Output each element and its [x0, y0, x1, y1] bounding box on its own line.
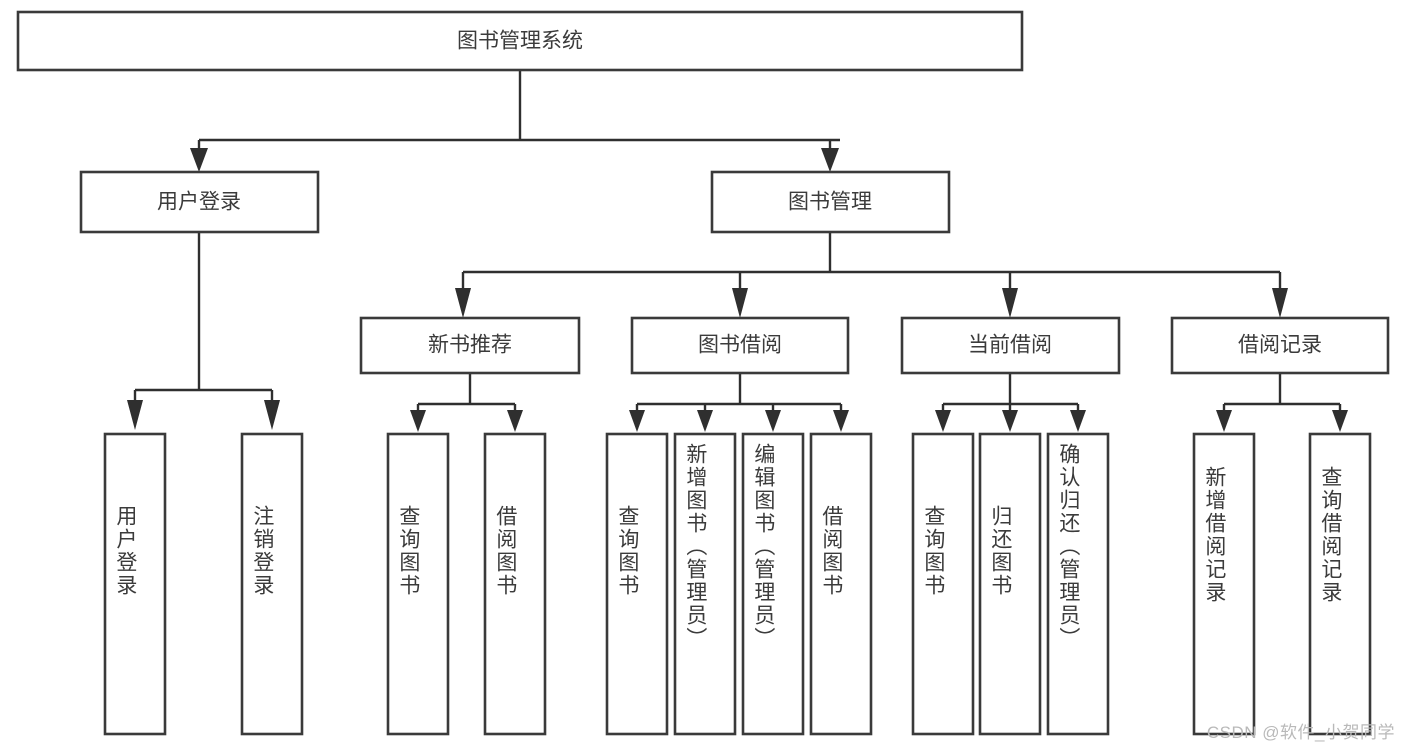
csdn-watermark: CSDN @软件_小贺同学 — [1206, 723, 1395, 742]
leaf-return-book-box[interactable] — [978, 432, 1042, 736]
node-root-box[interactable] — [16, 10, 1024, 72]
leaf-borrow-book-1-box[interactable] — [483, 432, 547, 736]
leaf-query-book-1-box[interactable] — [386, 432, 450, 736]
leaf-boxes — [103, 432, 1372, 736]
node-new-book-recommend-label: 新书推荐 — [428, 334, 512, 357]
node-book-management-box[interactable] — [710, 170, 951, 234]
leaf-add-record-box[interactable] — [1192, 432, 1256, 736]
node-root[interactable]: 图书管理系统 — [16, 10, 1024, 72]
node-book-management[interactable]: 图书管理 — [710, 170, 951, 234]
leaf-edit-book-box[interactable] — [741, 432, 805, 736]
node-borrow-record[interactable]: 借阅记录 — [1170, 316, 1390, 375]
node-borrow-record-label: 借阅记录 — [1238, 334, 1322, 357]
node-user-login-box[interactable] — [79, 170, 320, 234]
node-current-borrow-box[interactable] — [900, 316, 1121, 375]
arrow-head-leaf-query-book-2 — [629, 410, 645, 432]
leaf-query-book-2-box[interactable] — [605, 432, 669, 736]
node-new-book-recommend[interactable]: 新书推荐 — [359, 316, 581, 375]
arrow-head-borrow-record — [1272, 288, 1288, 318]
arrow-head-leaf-add-book — [697, 410, 713, 432]
node-book-borrow-label: 图书借阅 — [698, 334, 782, 357]
arrow-head-leaf-user-login — [127, 400, 143, 430]
node-book-management-label: 图书管理 — [788, 191, 872, 214]
arrow-head-leaf-return-book — [1002, 410, 1018, 432]
leaf-logout-login-box[interactable] — [240, 432, 304, 736]
node-book-borrow-box[interactable] — [630, 316, 850, 375]
arrow-head-leaf-add-record — [1216, 410, 1232, 432]
arrow-head-user-login — [190, 148, 208, 172]
arrow-head-current-borrow — [1002, 288, 1018, 318]
arrow-head-book-borrow — [732, 288, 748, 318]
node-user-login[interactable]: 用户登录 — [79, 170, 320, 234]
arrow-head-book-management — [821, 148, 839, 172]
node-user-login-label: 用户登录 — [157, 191, 241, 214]
node-current-borrow-label: 当前借阅 — [968, 334, 1052, 357]
arrow-head-new-book-recommend — [455, 288, 471, 318]
arrow-head-leaf-query-record — [1332, 410, 1348, 432]
node-root-label: 图书管理系统 — [457, 30, 583, 53]
arrow-head-leaf-logout-login — [264, 400, 280, 430]
node-book-borrow[interactable]: 图书借阅 — [630, 316, 850, 375]
node-new-book-recommend-box[interactable] — [359, 316, 581, 375]
arrow-head-leaf-query-book-1 — [410, 410, 426, 432]
arrow-head-leaf-borrow-book-2 — [833, 410, 849, 432]
arrow-head-leaf-query-book-3 — [935, 410, 951, 432]
leaf-borrow-book-2-box[interactable] — [809, 432, 873, 736]
leaf-confirm-return-box[interactable] — [1046, 432, 1110, 736]
leaf-query-book-3-box[interactable] — [911, 432, 975, 736]
arrow-head-leaf-borrow-book-1 — [507, 410, 523, 432]
connectors — [127, 70, 1348, 432]
node-current-borrow[interactable]: 当前借阅 — [900, 316, 1121, 375]
arrow-head-leaf-confirm-return — [1070, 410, 1086, 432]
leaf-query-record-box[interactable] — [1308, 432, 1372, 736]
leaf-user-login-box[interactable] — [103, 432, 167, 736]
node-borrow-record-box[interactable] — [1170, 316, 1390, 375]
arrow-head-leaf-edit-book — [765, 410, 781, 432]
leaf-add-book-box[interactable] — [673, 432, 737, 736]
